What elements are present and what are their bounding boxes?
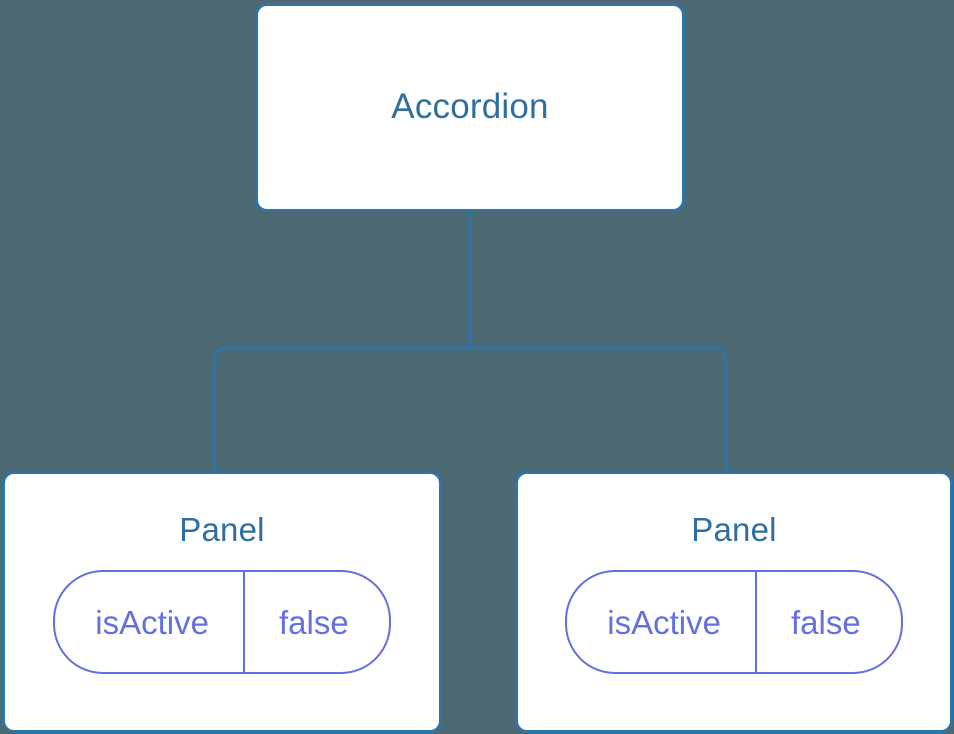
edge-root-to-panel-right — [470, 346, 728, 473]
state-pill-panel-1[interactable]: isActive false — [53, 570, 391, 675]
node-accordion[interactable]: Accordion — [255, 3, 685, 212]
node-panel-2-title: Panel — [691, 511, 777, 548]
state-key-panel-1: isActive — [55, 572, 245, 673]
state-pill-panel-2[interactable]: isActive false — [565, 570, 903, 675]
node-accordion-title: Accordion — [391, 87, 549, 127]
state-key-panel-2: isActive — [567, 572, 757, 673]
state-value-panel-2: false — [790, 603, 861, 641]
node-panel-1-title: Panel — [179, 511, 265, 548]
node-panel-2[interactable]: Panel isActive false — [515, 471, 953, 733]
edge-root-to-panel-left — [212, 346, 470, 473]
state-value-panel-1: false — [278, 603, 349, 641]
node-panel-1[interactable]: Panel isActive false — [2, 471, 442, 733]
